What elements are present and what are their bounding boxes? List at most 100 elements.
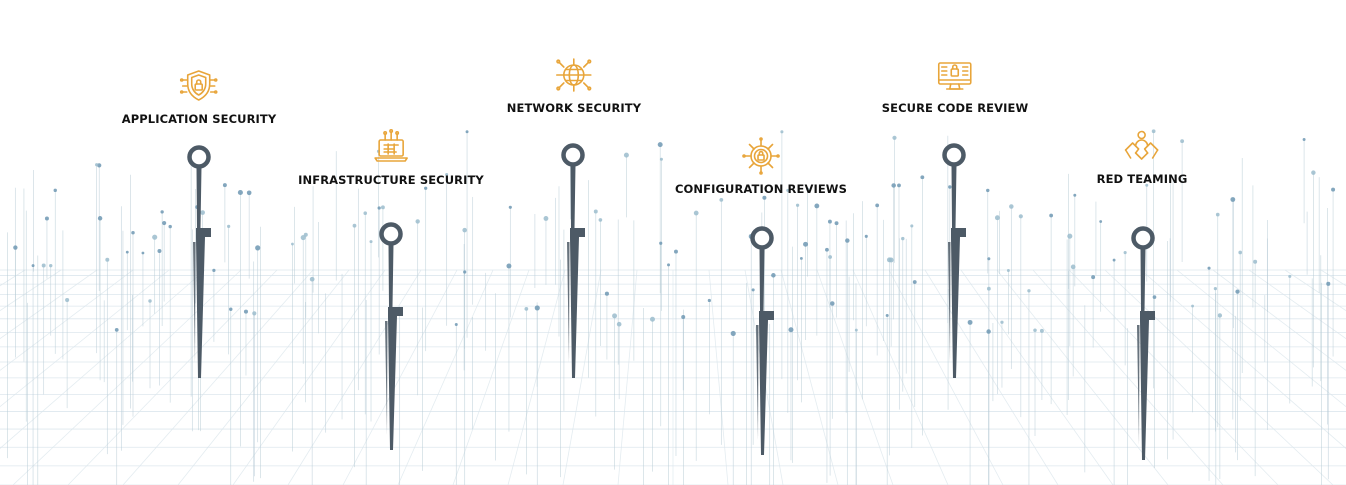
data-dot [415,219,420,224]
data-dot [762,195,767,200]
data-dot [568,154,573,159]
pin-ring [1131,226,1155,250]
service-application-security: APPLICATION SECURITY [122,66,277,126]
data-dot [195,205,200,209]
data-dot [1331,187,1336,192]
pin-needle [388,244,403,450]
service-label: APPLICATION SECURITY [121,112,277,126]
grid-line [744,269,784,485]
data-dot [1302,138,1306,141]
pin-needle-shadow [385,321,388,435]
data-dot [799,256,803,260]
data-dot [920,175,925,180]
pin [561,143,585,378]
data-dot [463,270,467,274]
pin-needle [951,165,966,378]
data-dot [674,249,678,254]
pin-ring [187,145,211,169]
data-dot [95,163,99,167]
data-dot [1000,320,1004,324]
grid-line [67,269,278,485]
pin [379,222,403,450]
grid-line [452,269,530,485]
data-dot [657,142,663,148]
grid-line [0,269,134,371]
data-dot [222,183,227,188]
data-dot [693,210,699,216]
data-dot [1049,213,1054,218]
grid-line [0,269,206,449]
service-label: CONFIGURATION REVIEWS [675,182,847,196]
grid-line [852,269,949,485]
grid-line [1140,269,1346,449]
data-dot [1070,264,1076,270]
service-configuration-reviews: CONFIGURATION REVIEWS [675,136,847,196]
data-dot [243,309,249,314]
data-dot [291,242,294,246]
lock-gear-icon [742,137,780,175]
data-dot [148,299,152,303]
data-dot [986,188,990,193]
data-dot [888,257,894,263]
data-dot [901,236,905,241]
data-dot [1217,313,1223,318]
data-dot [719,197,724,202]
data-dot [377,206,381,210]
pin-needle-shadow [1137,325,1140,445]
pin-ring [561,143,585,167]
data-dot [1230,197,1236,202]
data-dot [152,234,158,240]
pin [1131,226,1155,460]
data-dot [13,245,18,250]
grid-line [1212,269,1346,371]
perspective-grid [0,269,1346,485]
data-dot [363,211,368,215]
data-dot [41,263,46,268]
service-red-teaming: RED TEAMING [1097,126,1188,186]
data-dot [1123,251,1127,255]
data-dot [309,276,315,282]
data-dot [1288,274,1292,278]
data-dot [864,234,868,238]
grid-line [177,269,350,485]
data-dot [454,323,458,327]
data-dot [49,263,53,268]
data-dot [788,327,794,333]
data-dot [237,189,243,196]
data-dot [612,313,618,319]
data-dot [1067,233,1073,239]
data-dot [987,257,991,261]
data-dot [593,209,598,214]
data-dot [1215,212,1220,217]
shield-lock-icon [180,70,218,101]
service-label: NETWORK SECURITY [506,101,642,115]
data-dot [212,268,216,272]
data-dot [162,220,167,226]
grid-line [122,269,314,485]
data-dot [967,319,973,325]
pin [942,143,966,378]
data-dot [830,301,835,306]
grid-line [12,269,242,485]
grid-line [1284,269,1346,312]
pin-needle [1140,248,1155,460]
data-dot [707,298,711,303]
grid-line [342,269,458,485]
data-dot [303,232,308,237]
data-dot [196,278,201,283]
service-infrastructure-security: INFRASTRUCTURE SECURITY [298,127,484,187]
data-dot [508,205,512,209]
data-dot [834,221,839,226]
data-dot [886,257,892,263]
data-dot [1033,328,1037,332]
data-dot [1027,289,1031,293]
data-dot [1018,214,1023,219]
data-dot [986,286,991,291]
pin-needle-shadow [193,242,196,363]
data-dot [1009,204,1014,209]
pin-needle [759,248,774,455]
pin-ring [942,143,966,167]
pin-needle-shadow [567,242,570,363]
data-dot [748,233,754,239]
data-dot [462,227,467,233]
